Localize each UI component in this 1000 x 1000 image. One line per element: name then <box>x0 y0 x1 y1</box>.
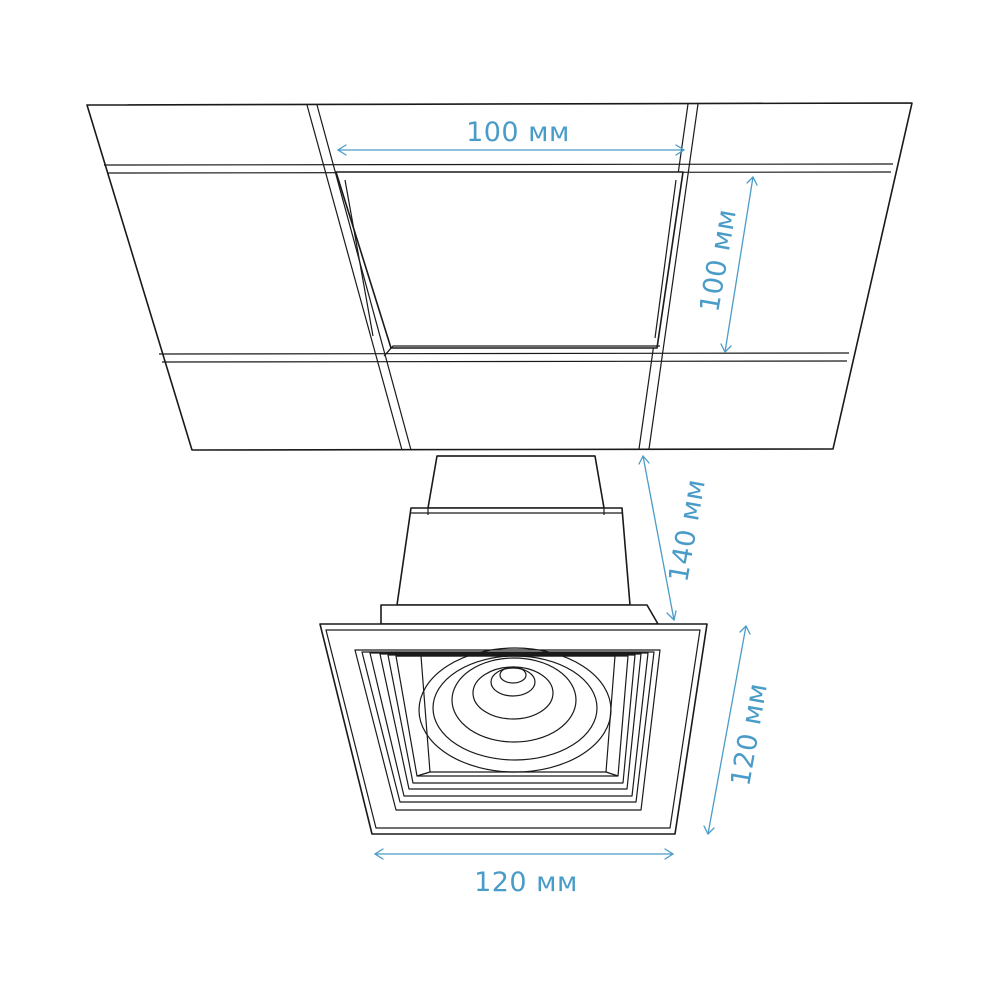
dimension-frame-width: 120 мм <box>373 848 675 898</box>
dimension-ceiling-depth: 100 мм <box>694 175 758 354</box>
frame-width-label: 120 мм <box>474 867 578 898</box>
fixture-height-label: 140 мм <box>663 477 712 585</box>
trim-frame <box>319 623 708 835</box>
ceiling-depth-label: 100 мм <box>694 207 743 315</box>
ceiling-width-label: 100 мм <box>466 117 570 148</box>
dimension-ceiling-width: 100 мм <box>336 117 686 156</box>
ceiling-panel <box>86 102 913 451</box>
fixture-housing <box>380 455 659 625</box>
dimension-fixture-height: 140 мм <box>638 454 712 622</box>
dimension-frame-depth: 120 мм <box>703 624 774 836</box>
